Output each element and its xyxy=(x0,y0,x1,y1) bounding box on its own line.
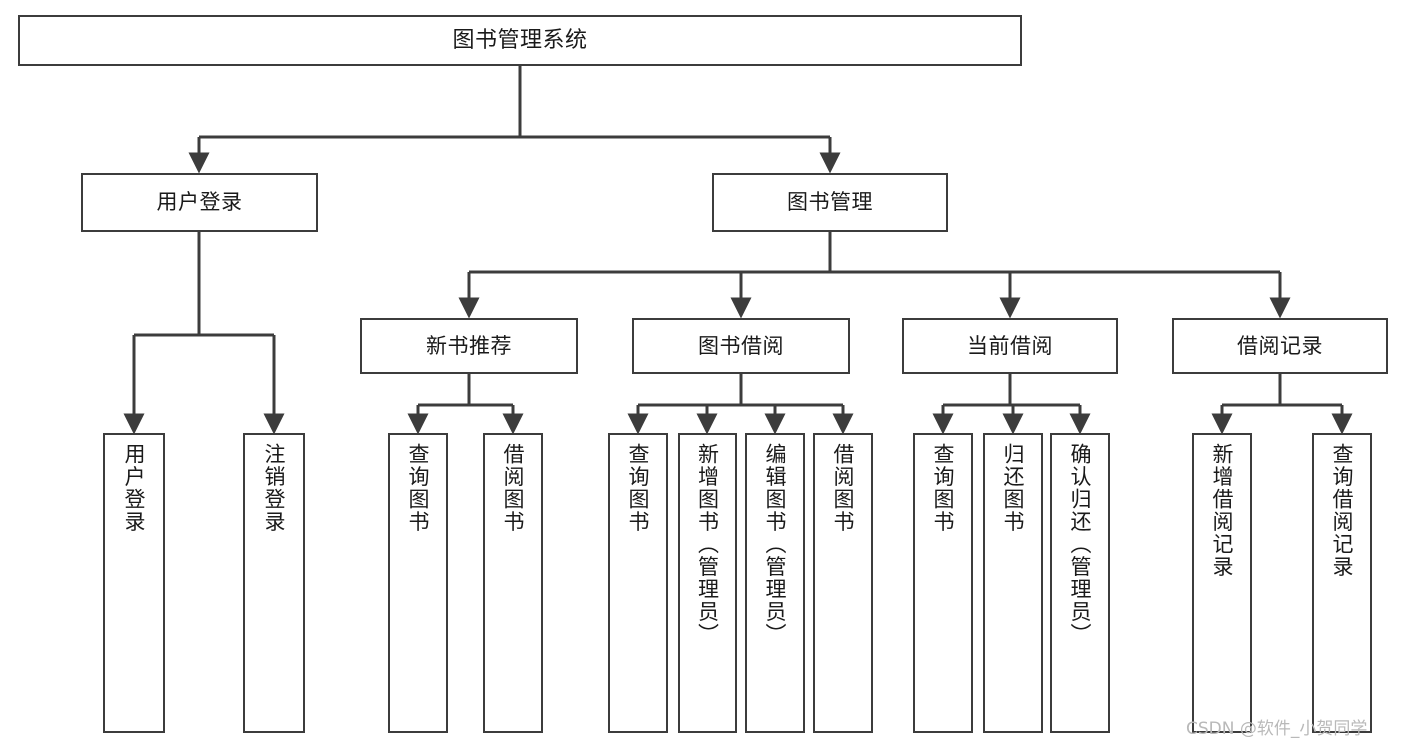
leaf-borrow-book[interactable]: 借阅图书 xyxy=(813,433,873,733)
node-root-system[interactable]: 图书管理系统 xyxy=(18,15,1022,66)
node-borrow-record[interactable]: 借阅记录 xyxy=(1172,318,1388,374)
node-label: 借阅图书 xyxy=(501,443,526,533)
node-label: 归还图书 xyxy=(1001,443,1026,533)
node-label: 用户登录 xyxy=(122,443,147,533)
node-current-borrow[interactable]: 当前借阅 xyxy=(902,318,1118,374)
leaf-logout[interactable]: 注销登录 xyxy=(243,433,305,733)
leaf-borrow-book-recommend[interactable]: 借阅图书 xyxy=(483,433,543,733)
watermark-text: CSDN @软件_小贺同学 xyxy=(1186,719,1368,739)
leaf-query-borrow-record[interactable]: 查询借阅记录 xyxy=(1312,433,1372,733)
node-label: 查询图书 xyxy=(931,443,956,533)
node-label: 查询图书 xyxy=(626,443,651,533)
node-book-management[interactable]: 图书管理 xyxy=(712,173,948,232)
node-label: 当前借阅 xyxy=(967,333,1053,358)
leaf-add-book-admin[interactable]: 新增图书（管理员） xyxy=(678,433,737,733)
leaf-query-book-borrow[interactable]: 查询图书 xyxy=(608,433,668,733)
node-label: 确认归还（管理员） xyxy=(1068,443,1093,646)
node-label: 新增图书（管理员） xyxy=(695,443,720,646)
leaf-query-book-current[interactable]: 查询图书 xyxy=(913,433,973,733)
node-label: 查询借阅记录 xyxy=(1330,443,1355,578)
node-label: 新增借阅记录 xyxy=(1210,443,1235,578)
node-label: 注销登录 xyxy=(262,443,287,533)
node-label: 借阅图书 xyxy=(831,443,856,533)
node-label: 用户登录 xyxy=(156,190,243,215)
node-label: 查询图书 xyxy=(406,443,431,533)
node-label: 借阅记录 xyxy=(1237,333,1323,358)
node-new-book-recommend[interactable]: 新书推荐 xyxy=(360,318,578,374)
node-label: 编辑图书（管理员） xyxy=(763,443,788,646)
node-label: 图书管理系统 xyxy=(452,27,588,53)
node-book-borrow[interactable]: 图书借阅 xyxy=(632,318,850,374)
node-label: 图书借阅 xyxy=(698,333,784,358)
node-label: 新书推荐 xyxy=(426,333,512,358)
leaf-edit-book-admin[interactable]: 编辑图书（管理员） xyxy=(745,433,805,733)
leaf-user-login[interactable]: 用户登录 xyxy=(103,433,165,733)
node-label: 图书管理 xyxy=(787,190,873,215)
leaf-confirm-return-admin[interactable]: 确认归还（管理员） xyxy=(1050,433,1110,733)
node-user-login[interactable]: 用户登录 xyxy=(81,173,318,232)
leaf-add-borrow-record[interactable]: 新增借阅记录 xyxy=(1192,433,1252,733)
leaf-query-book-recommend[interactable]: 查询图书 xyxy=(388,433,448,733)
leaf-return-book[interactable]: 归还图书 xyxy=(983,433,1043,733)
